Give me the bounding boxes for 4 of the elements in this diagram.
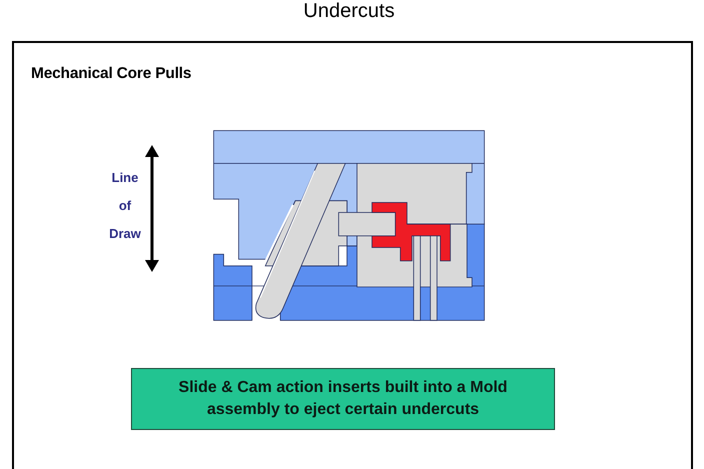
section-heading: Mechanical Core Pulls [31, 65, 192, 83]
line-of-draw-label: Line of Draw [108, 169, 142, 243]
description-panel: Slide & Cam action inserts built into a Mold assembly to eject certain undercuts [131, 368, 555, 430]
diagram-title: Undercuts [303, 0, 395, 23]
